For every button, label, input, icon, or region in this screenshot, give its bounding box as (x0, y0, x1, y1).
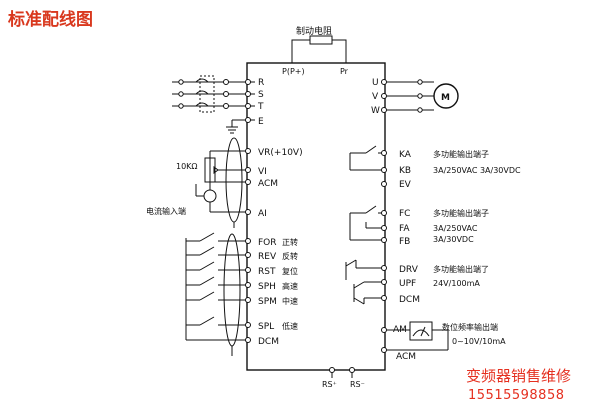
terminal-fa: FA (399, 224, 410, 234)
terminal-p: P(P+) (282, 67, 305, 76)
collector-group: DRV UPF DCM 多功能输出端了 24V/100mA (345, 259, 489, 305)
pot-label: 10KΩ (176, 162, 198, 171)
terminal-pr: Pr (340, 67, 349, 76)
desc-rev: 反转 (282, 251, 298, 261)
relay1-group: KA KB EV 多功能输出端子 3A/250VAC 3A/30VDC (349, 145, 521, 190)
brake-resistor-label: 制动电阻 (296, 25, 332, 37)
diagram-title: 标准配线图 (8, 9, 93, 30)
terminal-v: V (372, 92, 379, 102)
terminal-w: W (371, 106, 380, 116)
freq-range: 0~10V/10mA (452, 337, 506, 346)
relay2-rating2: 3A/30VDC (433, 235, 474, 244)
freq-title: 数位频率输出端 (442, 322, 498, 332)
relay1-rating: 3A/250VAC 3A/30VDC (433, 166, 521, 175)
desc-spm: 中速 (282, 296, 298, 306)
motor-label: M (441, 93, 450, 103)
terminal-t: T (257, 102, 264, 112)
switch-for (186, 232, 248, 242)
terminal-for: FOR (258, 238, 277, 248)
switch-spl (186, 316, 248, 326)
terminal-acm-right: ACM (396, 352, 416, 362)
terminal-kb: KB (399, 166, 411, 176)
resistor-symbol (309, 35, 333, 45)
terminal-fc: FC (399, 209, 410, 219)
watermark-brand: 变频器销售维修 (466, 367, 571, 385)
terminal-sph: SPH (258, 282, 276, 292)
motor-output-group: M U V W (371, 78, 459, 116)
desc-sph: 高速 (282, 281, 298, 291)
terminal-ai: AI (258, 209, 267, 219)
relay2-rating1: 3A/250VAC (433, 224, 478, 233)
terminal-u: U (372, 78, 379, 88)
terminal-rs-plus: RS⁺ (322, 380, 337, 389)
terminal-am: AM (393, 325, 407, 335)
relay1-title: 多功能输出端子 (433, 149, 489, 159)
terminal-drv: DRV (399, 265, 419, 275)
current-input-label: 电流输入端 (146, 206, 186, 216)
current-source (203, 189, 217, 203)
desc-spl: 低速 (282, 321, 298, 331)
switch-spm (186, 291, 248, 301)
terminal-s: S (258, 90, 264, 100)
terminal-spl: SPL (258, 322, 274, 332)
terminal-vr: VR(+10V) (258, 148, 303, 158)
terminal-spm: SPM (258, 297, 277, 307)
terminal-rev: REV (258, 252, 277, 262)
switch-rst (186, 261, 248, 271)
terminal-rs-minus: RS⁻ (350, 380, 365, 389)
brake-resistor: 制动电阻 P(P+) Pr (282, 25, 349, 76)
terminal-acm: ACM (258, 179, 278, 189)
digital-input-group: FOR REV RST SPH SPM SPL DCM 正转 反转 复位 高速 … (185, 232, 298, 356)
freq-output-group: AM ACM 数位频率输出端 0~10V/10mA (381, 321, 506, 362)
desc-for: 正转 (282, 237, 298, 247)
motor-symbol (433, 83, 459, 109)
analog-input-group: 10KΩ 电流输入端 VR(+10V) VI ACM AI (146, 137, 303, 228)
terminal-fb: FB (399, 237, 410, 247)
terminal-vi: VI (258, 167, 267, 177)
relay2-group: FC FA FB 多功能输出端子 3A/250VAC 3A/30VDC (349, 205, 489, 247)
collector-title: 多功能输出端了 (433, 264, 489, 274)
terminal-e: E (258, 117, 264, 127)
relay2-title: 多功能输出端子 (433, 208, 489, 218)
terminal-dcm-right: DCM (399, 295, 420, 305)
watermark-phone: 15515598858 (468, 388, 564, 403)
terminal-ev: EV (399, 180, 412, 190)
terminal-dcm-left: DCM (258, 337, 279, 347)
terminal-upf: UPF (399, 279, 416, 289)
rs485-group: RS⁺ RS⁻ (322, 367, 365, 389)
inverter-box (246, 62, 386, 371)
terminal-rst: RST (258, 267, 276, 277)
collector-rating: 24V/100mA (433, 279, 480, 288)
terminal-ka: KA (399, 150, 412, 160)
switch-rev (186, 246, 248, 256)
terminal-r: R (258, 78, 264, 88)
switch-sph (186, 276, 248, 286)
power-input-group: R S T E (172, 75, 264, 134)
desc-rst: 复位 (282, 266, 298, 276)
meter-symbol (409, 321, 433, 341)
